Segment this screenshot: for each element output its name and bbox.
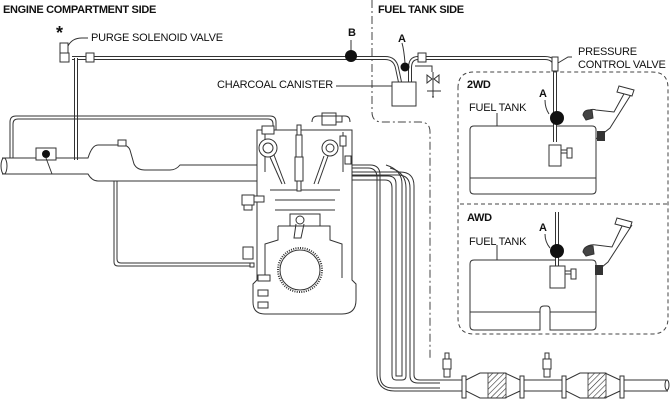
marker-a-awd: A	[539, 222, 547, 234]
exhaust-pipes	[311, 115, 440, 392]
pressure-control-valve-label-1: PRESSURE	[578, 46, 637, 58]
connection-point-a-2wd	[550, 111, 564, 125]
charcoal-canister-label: CHARCOAL CANISTER	[217, 79, 333, 91]
intake-pipe	[0, 115, 277, 267]
connection-point-a-canister	[400, 62, 410, 72]
fuel-tank-awd-label: FUEL TANK	[469, 236, 527, 248]
engine-compartment-side-heading: ENGINE COMPARTMENT SIDE	[3, 4, 157, 16]
section-divider	[371, 0, 431, 360]
marker-a-2wd: A	[539, 88, 547, 100]
purge-solenoid-valve	[59, 37, 88, 63]
variant-awd-heading: AWD	[467, 212, 492, 224]
fuel-tank-side-heading: FUEL TANK SIDE	[378, 4, 464, 16]
exhaust-system	[440, 352, 670, 399]
variant-2wd-heading: 2WD	[467, 79, 491, 91]
fuel-tank-awd	[469, 212, 633, 331]
leader-lines	[337, 42, 551, 260]
line-connector	[85, 52, 95, 63]
charcoal-canister	[336, 62, 441, 107]
line-connector	[417, 52, 427, 63]
purge-valve-asterisk: *	[56, 23, 64, 43]
engine	[241, 112, 357, 315]
marker-a-canister: A	[398, 33, 406, 45]
pressure-control-valve	[551, 56, 572, 72]
marker-b: B	[348, 27, 356, 39]
fuel-tank-2wd-label: FUEL TANK	[469, 102, 527, 114]
connection-point-a-awd	[550, 244, 564, 258]
purge-solenoid-valve-label: PURGE SOLENOID VALVE	[91, 32, 223, 44]
fuel-tank-variants-region	[457, 71, 669, 335]
oxygen-sensor-rear	[542, 352, 552, 378]
connection-point-b	[345, 40, 357, 62]
pressure-control-valve-label-2: CONTROL VALVE	[578, 59, 666, 71]
oxygen-sensor-front	[442, 352, 452, 378]
fuel-tank-2wd	[469, 85, 635, 195]
